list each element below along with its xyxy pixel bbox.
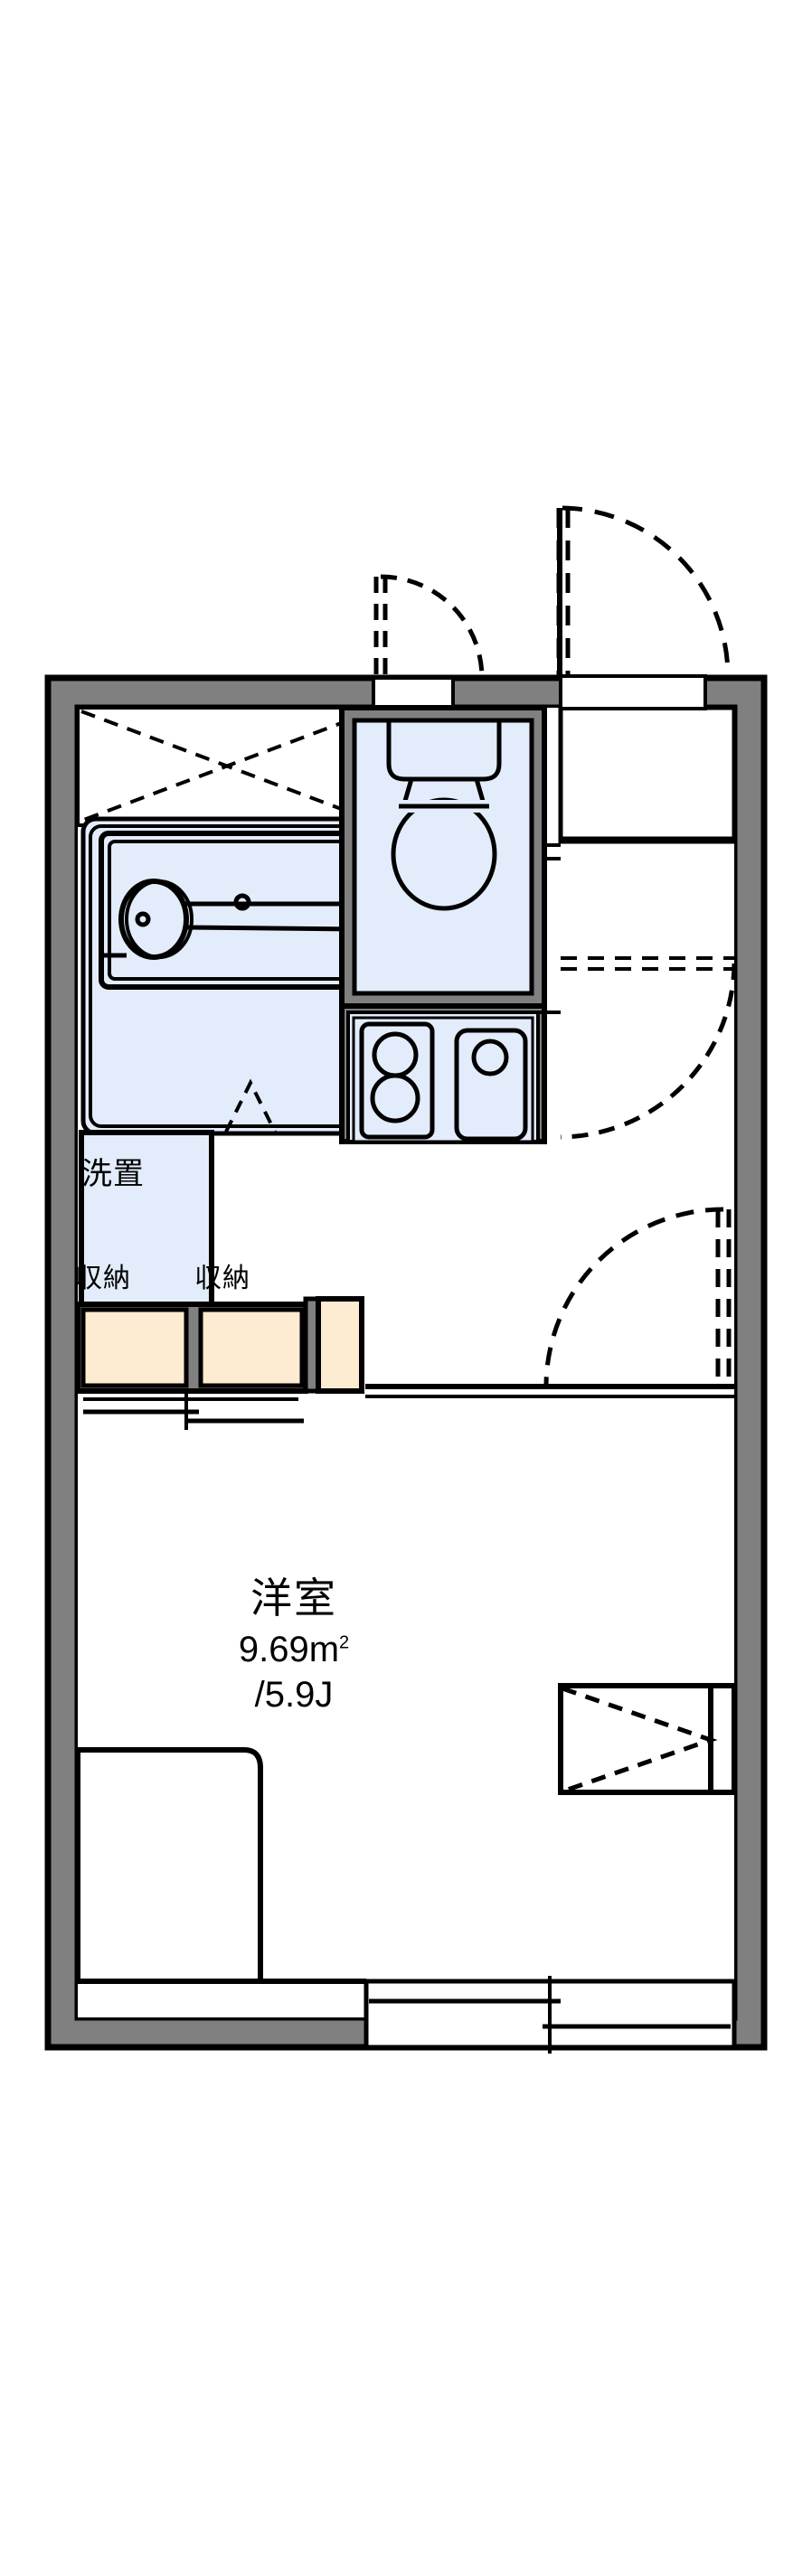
room-label-main: 洋室	[250, 1575, 337, 1622]
closet-bottom-left[interactable]	[75, 1747, 263, 1984]
washer-space	[79, 1130, 214, 1307]
kitchen-counter	[339, 1003, 561, 1144]
storage-doors[interactable]	[83, 1390, 304, 1430]
toilet-room	[339, 705, 547, 1009]
service-door[interactable]	[546, 843, 737, 1140]
hall-partition	[303, 1296, 734, 1398]
room-door[interactable]	[543, 1207, 732, 1387]
stove-icon	[359, 1021, 435, 1140]
room-area-main: 9.69m2	[194, 1631, 393, 1668]
entrance-area	[558, 674, 737, 844]
storage-boxes	[75, 1302, 308, 1430]
storage-label-right: 収納	[194, 1264, 250, 1293]
bathtub-unit	[80, 816, 372, 1136]
room-area-value: 9.69m	[238, 1630, 340, 1669]
washer-space-label: 洗置	[81, 1157, 145, 1191]
bath-sliding-door[interactable]	[76, 706, 378, 827]
room-area-superscript: 2	[339, 1632, 350, 1653]
sink-icon	[454, 1028, 528, 1142]
unit-bath	[76, 706, 378, 1136]
entrance-door[interactable]	[556, 505, 731, 679]
room-tatami-main: /5.9J	[254, 1675, 334, 1715]
balcony-window[interactable]	[364, 1976, 737, 2054]
storage-label-left: 収納	[75, 1264, 131, 1293]
closet-right[interactable]	[558, 1683, 737, 1795]
